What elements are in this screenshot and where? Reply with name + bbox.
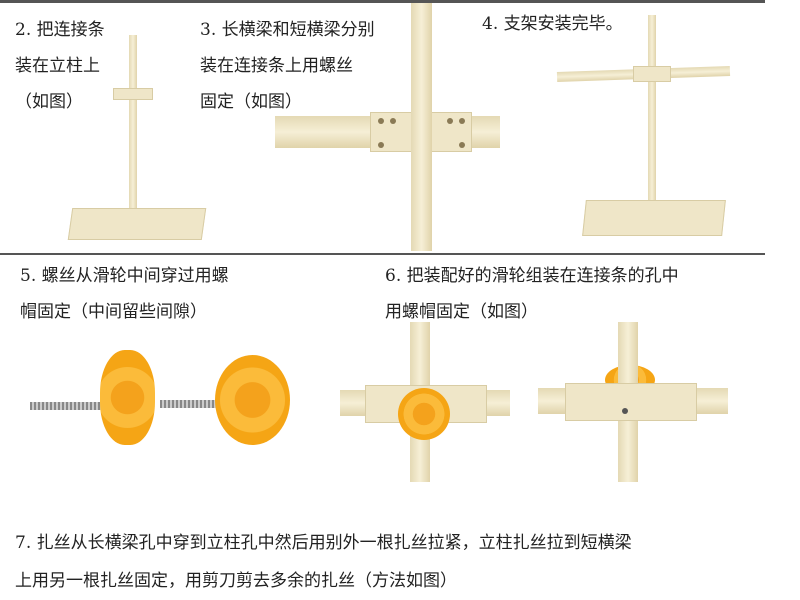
step-3-line1: 3. 长横梁和短横梁分别 xyxy=(200,20,375,40)
middle-divider xyxy=(0,253,765,255)
step-7-line1: 7. 扎丝从长横梁孔中穿到立柱孔中然后用别外一根扎丝拉紧，立柱扎丝拉到短横梁 xyxy=(15,533,632,553)
step-5-text: 5. 螺丝从滑轮中间穿过用螺 帽固定（中间留些间隙） xyxy=(20,258,229,330)
step-4-text: 4. 支架安装完毕。 xyxy=(482,6,623,42)
step-7-line2: 上用另一根扎丝固定，用剪刀剪去多余的扎丝（方法如图） xyxy=(15,571,457,591)
step-6-line1: 6. 把装配好的滑轮组装在连接条的孔中 xyxy=(385,266,679,286)
step-5-line1: 5. 螺丝从滑轮中间穿过用螺 xyxy=(20,266,229,286)
step-4-line1: 4. 支架安装完毕。 xyxy=(482,14,623,34)
step-5-line2: 帽固定（中间留些间隙） xyxy=(20,302,207,322)
step-7-text: 7. 扎丝从长横梁孔中穿到立柱孔中然后用别外一根扎丝拉紧，立柱扎丝拉到短横梁 上… xyxy=(15,524,632,600)
step-3-line3: 固定（如图） xyxy=(200,92,302,112)
step-2-line1: 2. 把连接条 xyxy=(15,20,105,40)
step-6-text: 6. 把装配好的滑轮组装在连接条的孔中 用螺帽固定（如图） xyxy=(385,258,679,330)
step-2-line3: （如图） xyxy=(15,92,83,112)
step-3-text: 3. 长横梁和短横梁分别 装在连接条上用螺丝 固定（如图） xyxy=(200,12,375,120)
step-2-line2: 装在立柱上 xyxy=(15,56,100,76)
step-2-text: 2. 把连接条 装在立柱上 （如图） xyxy=(15,12,105,120)
step-6-line2: 用螺帽固定（如图） xyxy=(385,302,538,322)
top-divider xyxy=(0,0,765,3)
step-3-line2: 装在连接条上用螺丝 xyxy=(200,56,353,76)
